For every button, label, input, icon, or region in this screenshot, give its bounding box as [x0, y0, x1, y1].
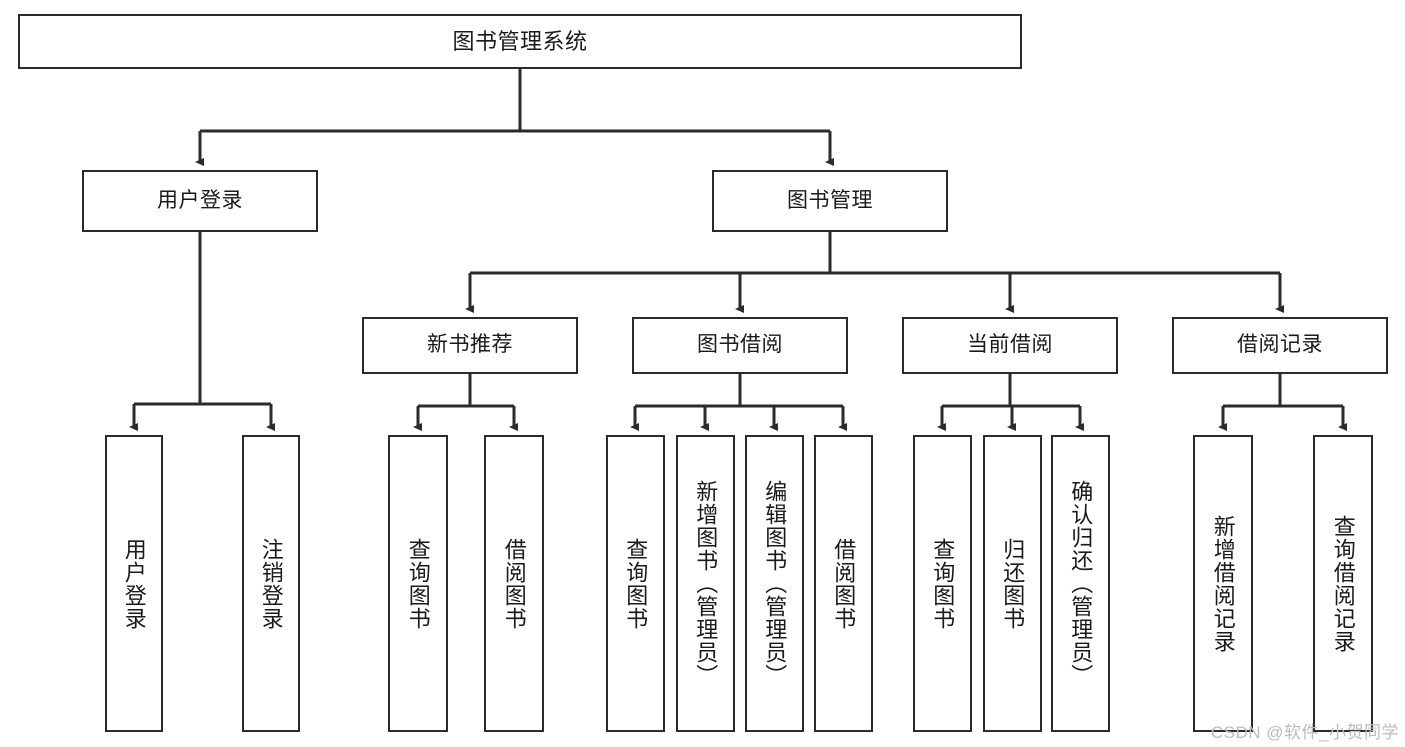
node-user-login[interactable]: 用户登录 [82, 170, 318, 232]
node-leaf-query-record[interactable]: 查询借阅记录 [1313, 435, 1373, 732]
node-leaf-confirm-return-label: 确认归还（管理员） [1068, 480, 1094, 687]
node-leaf-borrow-book-1[interactable]: 借阅图书 [484, 435, 544, 732]
node-book-management[interactable]: 图书管理 [712, 170, 948, 232]
node-new-book-recommend-label: 新书推荐 [427, 333, 513, 357]
node-leaf-borrow-book-2-label: 借阅图书 [831, 537, 857, 630]
node-leaf-edit-book-label: 编辑图书（管理员） [762, 480, 788, 687]
node-current-borrow-label: 当前借阅 [967, 333, 1053, 357]
node-leaf-edit-book[interactable]: 编辑图书（管理员） [745, 435, 804, 732]
node-leaf-confirm-return[interactable]: 确认归还（管理员） [1051, 435, 1110, 732]
node-leaf-add-book[interactable]: 新增图书（管理员） [676, 435, 735, 732]
node-leaf-query-book-2-label: 查询图书 [623, 537, 649, 630]
node-leaf-return-book-label: 归还图书 [1000, 537, 1026, 630]
node-leaf-add-record[interactable]: 新增借阅记录 [1193, 435, 1253, 732]
node-leaf-borrow-book-1-label: 借阅图书 [501, 537, 527, 630]
node-book-management-label: 图书管理 [787, 188, 873, 212]
node-leaf-logout-label: 注销登录 [258, 537, 284, 630]
node-borrow-record[interactable]: 借阅记录 [1172, 317, 1388, 374]
node-current-borrow[interactable]: 当前借阅 [902, 317, 1118, 374]
node-book-borrow-label: 图书借阅 [697, 333, 783, 357]
node-leaf-query-record-label: 查询借阅记录 [1330, 514, 1356, 653]
node-leaf-query-book-2[interactable]: 查询图书 [606, 435, 665, 732]
node-book-borrow[interactable]: 图书借阅 [632, 317, 848, 374]
node-borrow-record-label: 借阅记录 [1237, 333, 1323, 357]
node-leaf-user-login-label: 用户登录 [121, 537, 147, 630]
node-root[interactable]: 图书管理系统 [18, 14, 1022, 69]
node-leaf-return-book[interactable]: 归还图书 [983, 435, 1042, 732]
node-root-label: 图书管理系统 [452, 28, 588, 54]
node-leaf-query-book-3-label: 查询图书 [930, 537, 956, 630]
node-new-book-recommend[interactable]: 新书推荐 [362, 317, 578, 374]
node-leaf-query-book-3[interactable]: 查询图书 [913, 435, 972, 732]
node-leaf-query-book-1[interactable]: 查询图书 [388, 435, 448, 732]
node-leaf-borrow-book-2[interactable]: 借阅图书 [814, 435, 873, 732]
node-leaf-user-login[interactable]: 用户登录 [105, 435, 163, 732]
node-leaf-query-book-1-label: 查询图书 [405, 537, 431, 630]
node-leaf-add-record-label: 新增借阅记录 [1210, 514, 1236, 653]
csdn-watermark: CSDN @软件_小贺同学 [1210, 723, 1399, 742]
node-leaf-logout[interactable]: 注销登录 [242, 435, 300, 732]
node-leaf-add-book-label: 新增图书（管理员） [693, 480, 719, 687]
node-user-login-label: 用户登录 [157, 188, 243, 212]
